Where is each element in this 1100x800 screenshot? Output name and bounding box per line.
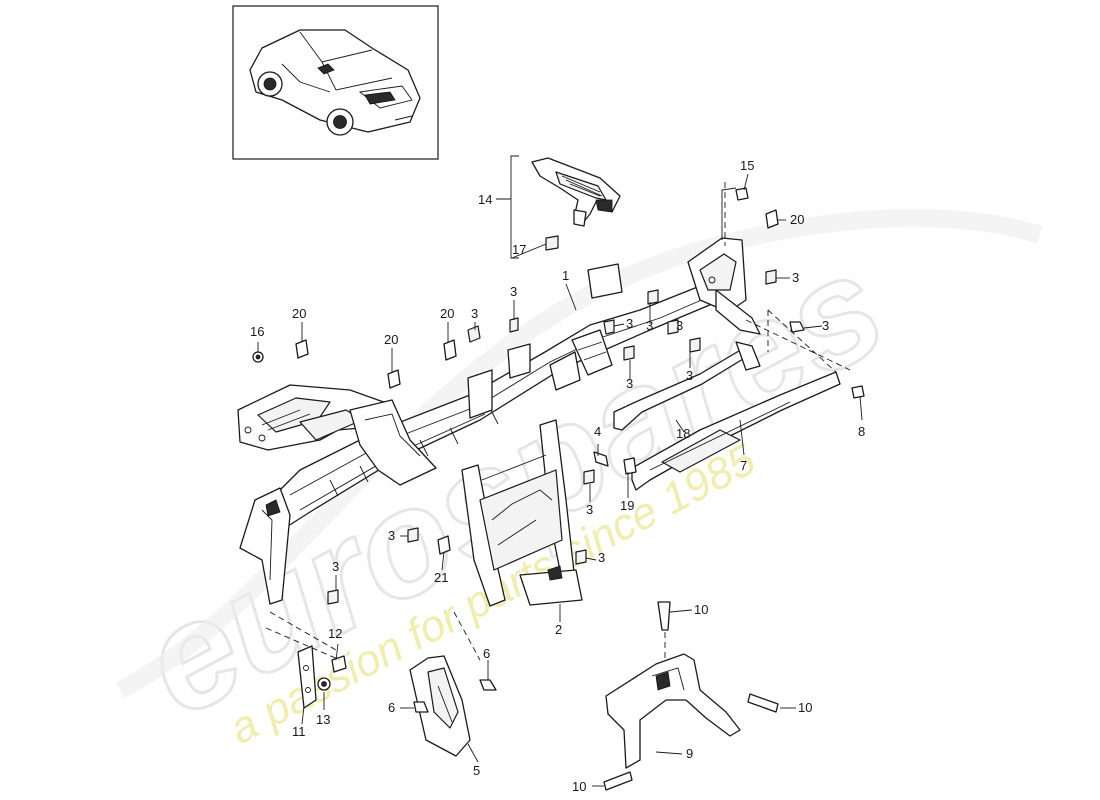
callout-20-a: 20	[292, 306, 306, 321]
callout-9: 9	[686, 746, 693, 761]
callout-3-c: 3	[626, 316, 633, 331]
part-2-center-support	[461, 419, 583, 607]
bolt-19	[623, 457, 637, 475]
part-11-bracket	[297, 645, 317, 709]
callout-19: 19	[620, 498, 634, 513]
bolt-10-top	[657, 601, 671, 631]
callout-3-k: 3	[586, 502, 593, 517]
bolt-6b	[413, 701, 429, 713]
callout-8: 8	[858, 424, 865, 439]
bolt-3-right	[789, 321, 805, 333]
callout-3-e: 3	[686, 368, 693, 383]
part-14-bracket	[531, 157, 621, 227]
callout-13: 13	[316, 712, 330, 727]
callout-18: 18	[676, 426, 690, 441]
callout-11: 11	[292, 724, 306, 739]
callout-5: 5	[473, 763, 480, 778]
bolt-10-bottom	[603, 771, 633, 791]
callout-3-d: 3	[646, 318, 653, 333]
callout-7: 7	[740, 458, 747, 473]
bolt-10-right	[747, 693, 779, 713]
callout-3-f: 3	[792, 270, 799, 285]
bolt-6a	[479, 679, 497, 691]
callout-3-b: 3	[471, 306, 478, 321]
car-thumbnail	[232, 5, 439, 160]
callout-10-a: 10	[694, 602, 708, 617]
callout-1: 1	[562, 268, 569, 283]
part-5-bracket	[409, 655, 471, 757]
callout-15: 15	[740, 158, 754, 173]
callout-10-c: 10	[572, 779, 586, 794]
callout-4: 4	[594, 424, 601, 439]
callout-20-d: 20	[790, 212, 804, 227]
fasteners	[252, 187, 865, 791]
callout-17: 17	[512, 242, 526, 257]
callout-3-i: 3	[388, 528, 395, 543]
bolt-8	[851, 385, 865, 399]
bolt-15	[735, 187, 749, 201]
callout-16: 16	[250, 324, 264, 339]
watermark-brand: eurospares	[116, 220, 909, 748]
part-9-bracket	[605, 653, 741, 769]
callout-10-b: 10	[798, 700, 812, 715]
callout-21: 21	[434, 570, 448, 585]
callout-6-b: 6	[388, 700, 395, 715]
callout-14: 14	[478, 192, 492, 207]
callout-12: 12	[328, 626, 342, 641]
car-icon	[249, 29, 421, 136]
callout-3-j: 3	[598, 550, 605, 565]
part-1-cross-beam	[237, 187, 761, 605]
bolt-12	[331, 655, 347, 673]
watermark: eurospares a passion for parts since 198…	[115, 209, 1043, 754]
callout-6-a: 6	[483, 646, 490, 661]
callout-3-l: 3	[822, 318, 829, 333]
part-18-bar	[613, 341, 761, 431]
part-7-brace	[631, 371, 841, 491]
callout-labels: 1 2 3 3 3 3 3 3 3 3 3 3 3 3 3 4 5 6 6 7 …	[250, 158, 865, 794]
dashed-guide-lines	[265, 182, 851, 661]
callout-leaders	[257, 173, 863, 787]
bolt-4	[593, 451, 609, 467]
callout-20-b: 20	[384, 332, 398, 347]
callout-3-m: 3	[676, 318, 683, 333]
callout-3-a: 3	[510, 284, 517, 299]
callout-2: 2	[555, 622, 562, 637]
callout-3-g: 3	[626, 376, 633, 391]
callout-3-h: 3	[332, 559, 339, 574]
callout-20-c: 20	[440, 306, 454, 321]
